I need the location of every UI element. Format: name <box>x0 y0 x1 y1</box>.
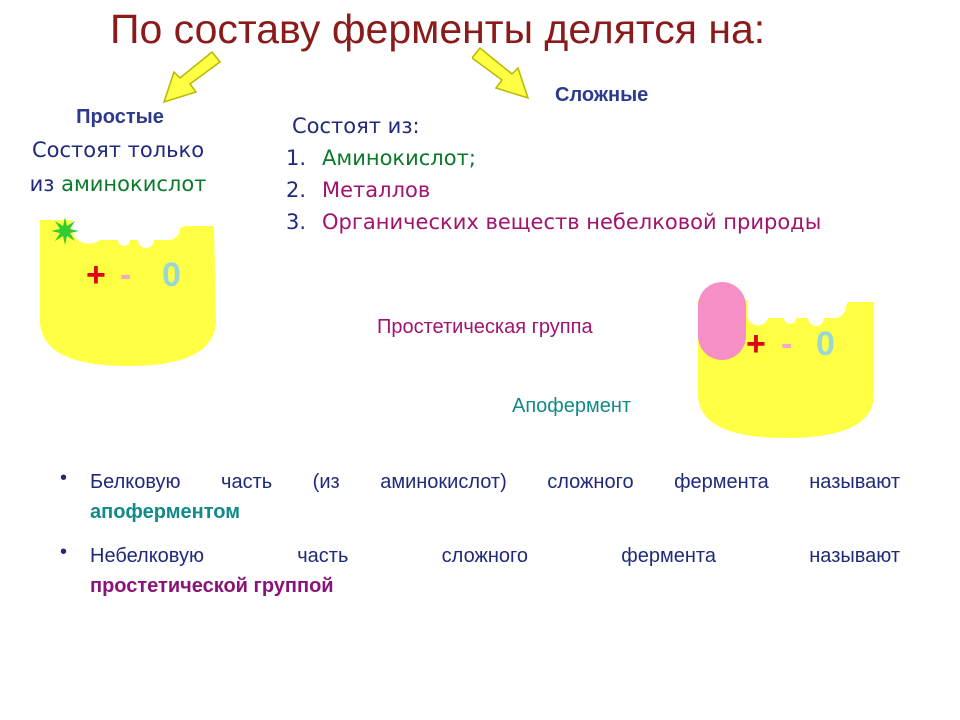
word: сложного <box>441 545 528 567</box>
bullet-icon: • <box>60 541 68 563</box>
star-icon <box>51 217 79 245</box>
word: фермента <box>621 545 716 567</box>
right-down-arrow-icon <box>472 46 530 100</box>
simple-enzymes-description: Состоят только <box>31 138 205 162</box>
apoenzyme-label: Апофермент <box>512 395 632 417</box>
list-item: 3. Органических веществ небелковой природ… <box>286 210 821 234</box>
complex-enzymes-heading: Сложные <box>555 84 649 106</box>
list-item: 2. Металлов <box>286 178 430 202</box>
list-number: 1. <box>286 146 307 170</box>
desc-prefix: из <box>29 172 62 196</box>
simple-enzymes-heading: Простые <box>76 106 164 128</box>
list-item: 1. Аминокислот; <box>286 146 476 170</box>
simple-enzymes-description-line2: из аминокислот <box>10 172 226 196</box>
word: Небелковую <box>90 545 204 567</box>
charge-plus: + <box>746 325 766 363</box>
bullet-line: Белковую часть (из аминокислот) сложного… <box>90 471 900 493</box>
list-text: Металлов <box>322 178 431 202</box>
left-down-arrow-icon <box>162 50 222 104</box>
slide-title: По составу ферменты делятся на: <box>110 6 766 52</box>
list-text: Органических веществ небелковой природы <box>322 210 822 234</box>
simple-enzyme-shape <box>40 220 216 366</box>
charge-minus: - <box>781 325 793 363</box>
charge-zero: 0 <box>816 325 835 363</box>
charge-minus: - <box>120 256 132 294</box>
amino-acids-highlight: аминокислот <box>61 172 207 196</box>
charge-plus: + <box>86 256 106 294</box>
bullet-text: Небелковую часть сложного фермента назыв… <box>90 541 900 601</box>
bullet-line: Небелковую часть сложного фермента назыв… <box>90 541 900 571</box>
charge-zero: 0 <box>162 256 181 294</box>
list-number: 2. <box>286 178 307 202</box>
apoenzyme-term: апоферментом <box>90 501 241 523</box>
prosthetic-group-term: простетической группой <box>90 575 334 597</box>
word: часть <box>297 545 349 567</box>
word: называют <box>809 545 900 567</box>
prosthetic-group-label: Простетическая группа <box>377 316 593 338</box>
list-number: 3. <box>286 210 307 234</box>
consists-of-label: Состоят из: <box>292 114 420 138</box>
bullet-text: Белковую часть (из аминокислот) сложного… <box>90 467 900 527</box>
prosthetic-group-shape <box>698 282 746 360</box>
list-text: Аминокислот; <box>322 146 476 170</box>
bullet-icon: • <box>60 467 68 489</box>
